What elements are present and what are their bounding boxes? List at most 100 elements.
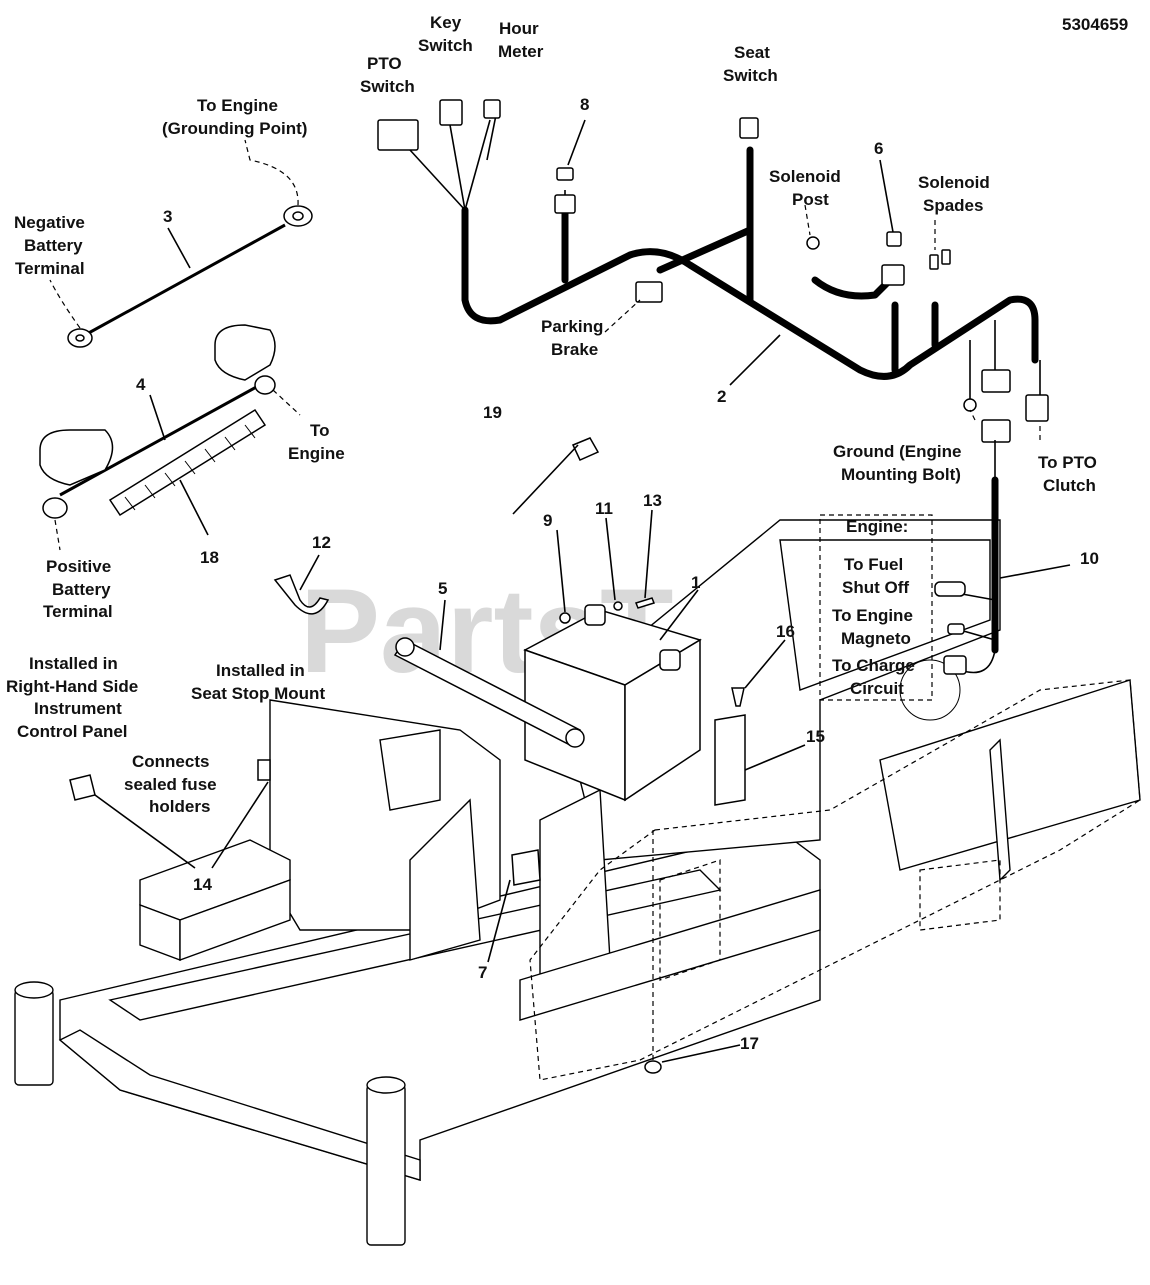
svg-text:Negative: Negative (14, 213, 85, 232)
negative-battery-cable (49, 139, 313, 348)
svg-text:Switch: Switch (418, 36, 473, 55)
harness-connector-a (981, 369, 1011, 393)
svg-text:Installed in: Installed in (216, 661, 305, 680)
callout-numbers: 1 2 3 4 5 6 7 8 9 10 11 12 13 14 15 16 1… (136, 95, 1099, 1053)
switch-7 (511, 849, 541, 886)
washer-11 (613, 601, 623, 611)
svg-text:Shut Off: Shut Off (842, 578, 909, 597)
svg-text:Mounting Bolt): Mounting Bolt) (841, 465, 961, 484)
callout-7: 7 (478, 963, 487, 982)
label-key-switch: Key Switch (418, 13, 473, 55)
callout-19: 19 (483, 403, 502, 422)
pin-16 (731, 687, 745, 707)
fuse-clip-right (257, 759, 271, 781)
svg-text:Seat Stop Mount: Seat Stop Mount (191, 684, 325, 703)
svg-text:Hour: Hour (499, 19, 539, 38)
svg-text:Connects: Connects (132, 752, 209, 771)
svg-text:Battery: Battery (52, 580, 111, 599)
label-hour-meter: Hour Meter (498, 19, 544, 61)
svg-text:Ground (Engine: Ground (Engine (833, 442, 961, 461)
positive-battery-cable (39, 324, 301, 551)
fuse-clip-left (69, 774, 96, 801)
svg-text:Key: Key (430, 13, 462, 32)
clip-19 (571, 437, 600, 461)
callout-18: 18 (200, 548, 219, 567)
callout-10: 10 (1080, 549, 1099, 568)
svg-text:(Grounding Point): (Grounding Point) (162, 119, 307, 138)
svg-text:To Charge: To Charge (832, 656, 915, 675)
label-installed-rh-panel: Installed in Right-Hand Side Instrument … (6, 654, 138, 741)
pto-switch-connector (377, 119, 419, 151)
svg-text:Terminal: Terminal (43, 602, 113, 621)
cable-tie-12 (273, 574, 330, 615)
callout-1: 1 (691, 573, 700, 592)
protective-sleeve (108, 408, 267, 517)
svg-text:Spades: Spades (923, 196, 983, 215)
label-solenoid-post: Solenoid Post (769, 167, 841, 209)
engine-connections-box (819, 514, 933, 701)
svg-text:Brake: Brake (551, 340, 598, 359)
pto-clutch-connector (1025, 394, 1049, 422)
label-connects-fuse: Connects sealed fuse holders (124, 752, 217, 816)
svg-text:To Engine: To Engine (832, 606, 913, 625)
fuse-connector-6 (881, 264, 905, 286)
label-ground-engine: Ground (Engine Mounting Bolt) (833, 442, 961, 484)
key-switch-connector (439, 99, 463, 126)
diagram-id: 5304659 (1062, 15, 1128, 34)
nut-17 (644, 1060, 662, 1074)
svg-text:Switch: Switch (723, 66, 778, 85)
svg-text:Seat: Seat (734, 43, 770, 62)
svg-text:Engine: Engine (288, 444, 345, 463)
label-to-charge-circuit: To Charge Circuit (832, 656, 915, 698)
svg-text:Parking: Parking (541, 317, 603, 336)
svg-text:Battery: Battery (24, 236, 83, 255)
hour-meter-connector (483, 99, 501, 119)
solenoid-post-ring (806, 236, 820, 250)
mower-frame (14, 519, 1141, 1246)
callout-3: 3 (163, 207, 172, 226)
svg-text:Control Panel: Control Panel (17, 722, 128, 741)
svg-text:Positive: Positive (46, 557, 111, 576)
callout-13: 13 (643, 491, 662, 510)
svg-text:sealed fuse: sealed fuse (124, 775, 217, 794)
engine-harness (934, 440, 999, 675)
callout-11: 11 (595, 499, 613, 518)
svg-text:Magneto: Magneto (841, 629, 911, 648)
label-to-engine: To Engine (288, 421, 345, 463)
callout-15: 15 (806, 727, 825, 746)
svg-text:Post: Post (792, 190, 829, 209)
callout-9: 9 (543, 511, 552, 530)
label-to-engine-magneto: To Engine Magneto (832, 606, 913, 648)
svg-text:Instrument: Instrument (34, 699, 122, 718)
hold-down-strap (393, 637, 585, 748)
svg-text:Circuit: Circuit (850, 679, 904, 698)
seat-switch-connector (739, 117, 759, 139)
labels: Key Switch Hour Meter PTO Switch Seat Sw… (6, 13, 1097, 816)
label-engine-box-title: Engine: (846, 517, 908, 536)
callout-2: 2 (717, 387, 726, 406)
label-installed-seat-stop: Installed in Seat Stop Mount (191, 661, 325, 703)
label-seat-switch: Seat Switch (723, 43, 778, 85)
callout-8: 8 (580, 95, 589, 114)
callout-5: 5 (438, 579, 447, 598)
svg-text:To Engine: To Engine (197, 96, 278, 115)
bolt-13 (635, 597, 655, 609)
svg-text:PTO: PTO (367, 54, 402, 73)
svg-text:Switch: Switch (360, 77, 415, 96)
callout-17: 17 (740, 1034, 759, 1053)
svg-text:Installed in: Installed in (29, 654, 118, 673)
callout-4: 4 (136, 375, 146, 394)
ground-ring (963, 398, 977, 412)
svg-text:To: To (310, 421, 330, 440)
label-to-engine-grounding: To Engine (Grounding Point) (162, 96, 307, 138)
svg-text:To PTO: To PTO (1038, 453, 1097, 472)
svg-text:Meter: Meter (498, 42, 544, 61)
label-pto-switch: PTO Switch (360, 54, 415, 96)
fuse-holder-8 (556, 167, 574, 181)
label-solenoid-spades: Solenoid Spades (918, 173, 990, 215)
callout-6: 6 (874, 139, 883, 158)
svg-text:Right-Hand Side: Right-Hand Side (6, 677, 138, 696)
battery (523, 604, 702, 802)
svg-text:Terminal: Terminal (15, 259, 85, 278)
